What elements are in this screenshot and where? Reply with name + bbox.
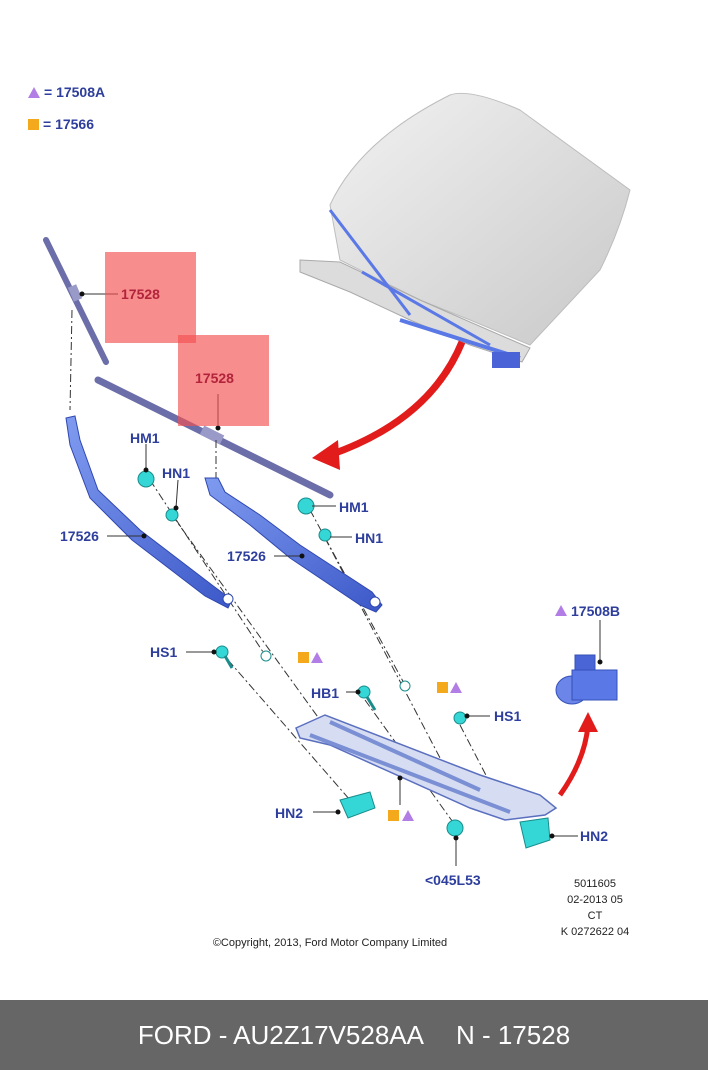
triangle-icon xyxy=(28,86,40,98)
washer-right xyxy=(399,680,411,692)
windshield-linkage xyxy=(399,318,521,360)
label-bolt: <045L53 xyxy=(425,872,481,888)
legend-triangle: = 17508A xyxy=(28,84,105,100)
windshield-wiper-right xyxy=(361,270,491,347)
label-hn1-left: HN1 xyxy=(162,465,191,481)
hn2-clip-right xyxy=(519,817,551,849)
arrow-head-motor xyxy=(578,712,598,732)
washer-left xyxy=(260,650,272,662)
arrow-head-top xyxy=(312,440,340,470)
bolt-045l53 xyxy=(446,819,464,837)
info-line: CT xyxy=(587,910,603,922)
arrow-to-motor xyxy=(557,724,591,797)
info-line: 5011605 xyxy=(573,878,616,890)
triangle-symbol xyxy=(555,605,567,616)
highlight-blade-right xyxy=(178,335,269,426)
highlight-blade-left xyxy=(105,252,196,343)
wiper-arm-right xyxy=(204,477,383,613)
label-blade-right: 17528 xyxy=(195,370,234,386)
exploded-diagram xyxy=(43,92,631,866)
square-symbol xyxy=(298,652,309,663)
square-symbol xyxy=(437,682,448,693)
info-line: K 0272622 04 xyxy=(560,926,630,938)
label-motor: 17508B xyxy=(571,603,621,619)
wiper-blade-left xyxy=(43,237,109,365)
label-hm1-right: HM1 xyxy=(339,499,369,515)
label-hn1-right: HN1 xyxy=(355,530,384,546)
info-block: 5011605 02-2013 05 CT K 0272622 04 xyxy=(545,876,645,940)
square-icon xyxy=(28,118,39,130)
label-hm1-left: HM1 xyxy=(130,430,160,446)
hn1-nut-left xyxy=(165,508,179,522)
hn1-nut-right xyxy=(318,528,332,542)
label-hn2-right: HN2 xyxy=(580,828,609,844)
windshield xyxy=(329,92,631,346)
label-hs1-left: HS1 xyxy=(150,644,178,660)
legend-square: = 17566 xyxy=(28,116,94,132)
windshield-wiper-left xyxy=(328,209,412,316)
footer-part-number: FORD - AU2Z17V528AA xyxy=(137,1019,424,1050)
label-arm-right: 17526 xyxy=(227,548,266,564)
hm1-nut-right xyxy=(297,497,315,515)
legend-square-text: = 17566 xyxy=(43,116,94,132)
triangle-symbol xyxy=(402,810,414,821)
footer-base-number: N - 17528 xyxy=(455,1019,571,1050)
triangle-symbol xyxy=(311,652,323,663)
label-blade-left: 17528 xyxy=(121,286,160,302)
label-hn2-left: HN2 xyxy=(275,805,304,821)
copyright-text: ©Copyright, 2013, Ford Motor Company Lim… xyxy=(212,937,448,949)
footer-bar: FORD - AU2Z17V528AA N - 17528 xyxy=(0,1000,708,1070)
info-line: 02-2013 05 xyxy=(567,894,623,906)
hm1-nut-left xyxy=(137,470,155,488)
hs1-stud-right xyxy=(453,711,467,725)
legend-triangle-text: = 17508A xyxy=(44,84,106,100)
windshield-motor xyxy=(492,352,520,368)
triangle-symbol xyxy=(450,682,462,693)
label-hs1-right: HS1 xyxy=(494,708,522,724)
wiper-motor-17508b xyxy=(555,654,618,705)
label-arm-left: 17526 xyxy=(60,528,99,544)
label-hb1: HB1 xyxy=(311,685,340,701)
arrow-to-assembly xyxy=(328,340,466,459)
square-symbol xyxy=(388,810,399,821)
hn2-clip-left xyxy=(339,791,376,819)
